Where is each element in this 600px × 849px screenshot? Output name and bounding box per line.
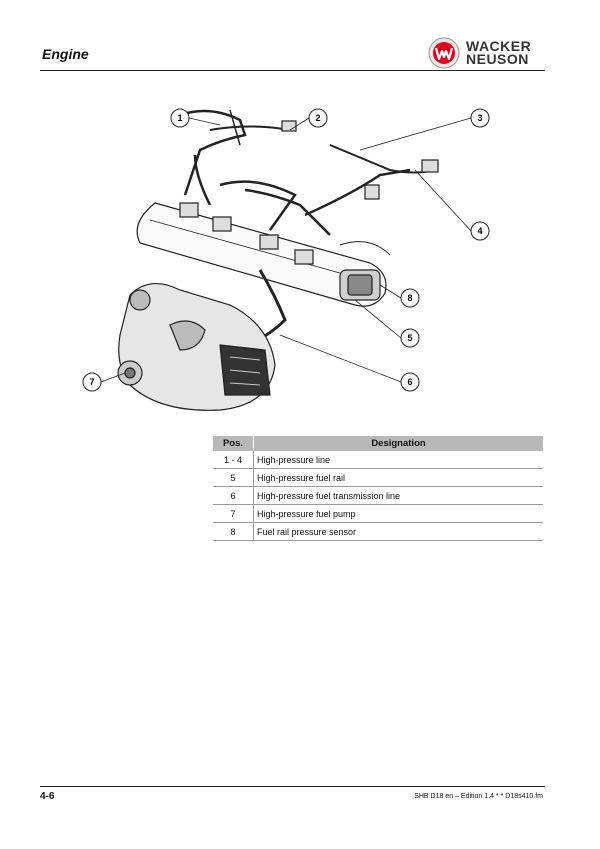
callout-5: 5 bbox=[407, 333, 412, 343]
callout-1: 1 bbox=[177, 113, 182, 123]
brand-logo: WACKER NEUSON bbox=[428, 37, 546, 69]
legend-pos: 8 bbox=[213, 522, 254, 541]
brand-name-line1: WACKER bbox=[466, 38, 532, 54]
high-pressure-line-1 bbox=[179, 109, 247, 196]
footer-divider bbox=[40, 786, 545, 787]
table-row: 1 - 4 High-pressure line bbox=[213, 451, 543, 469]
callout-4: 4 bbox=[477, 226, 482, 236]
legend-designation: Fuel rail pressure sensor bbox=[253, 522, 543, 541]
legend-header-pos: Pos. bbox=[213, 436, 254, 451]
pressure-sensor bbox=[339, 269, 381, 301]
page-number: 4-6 bbox=[40, 791, 55, 802]
legend-designation: High-pressure line bbox=[253, 451, 543, 469]
table-row: 8 Fuel rail pressure sensor bbox=[213, 522, 543, 541]
callout-2: 2 bbox=[315, 113, 320, 123]
legend-pos: 1 - 4 bbox=[213, 451, 254, 469]
fuel-rail bbox=[136, 202, 387, 307]
legend-pos: 5 bbox=[213, 468, 254, 487]
page-title: Engine bbox=[42, 46, 89, 62]
fuel-pump bbox=[117, 283, 276, 411]
callout-8: 8 bbox=[407, 293, 412, 303]
legend-header-row: Pos. Designation bbox=[213, 436, 543, 451]
legend-pos: 6 bbox=[213, 486, 254, 505]
legend-table: Pos. Designation 1 - 4 High-pressure lin… bbox=[213, 436, 543, 541]
legend-designation: High-pressure fuel transmission line bbox=[253, 486, 543, 505]
brand-name-line2: NEUSON bbox=[466, 51, 529, 67]
header-divider bbox=[40, 70, 545, 71]
table-row: 5 High-pressure fuel rail bbox=[213, 468, 543, 487]
callout-6: 6 bbox=[407, 377, 412, 387]
brand-emblem-icon bbox=[428, 37, 460, 69]
legend-header-designation: Designation bbox=[253, 436, 543, 451]
callout-7: 7 bbox=[89, 377, 94, 387]
fuel-system-diagram: 1 2 3 4 5 6 7 8 bbox=[82, 108, 490, 411]
table-row: 7 High-pressure fuel pump bbox=[213, 504, 543, 523]
legend-designation: High-pressure fuel rail bbox=[253, 468, 543, 487]
legend-designation: High-pressure fuel pump bbox=[253, 504, 543, 523]
table-row: 6 High-pressure fuel transmission line bbox=[213, 486, 543, 505]
callout-3: 3 bbox=[477, 113, 482, 123]
document-reference: SHB D18 en – Edition 1.4 * * D18s410.fm bbox=[414, 793, 543, 800]
legend-pos: 7 bbox=[213, 504, 254, 523]
